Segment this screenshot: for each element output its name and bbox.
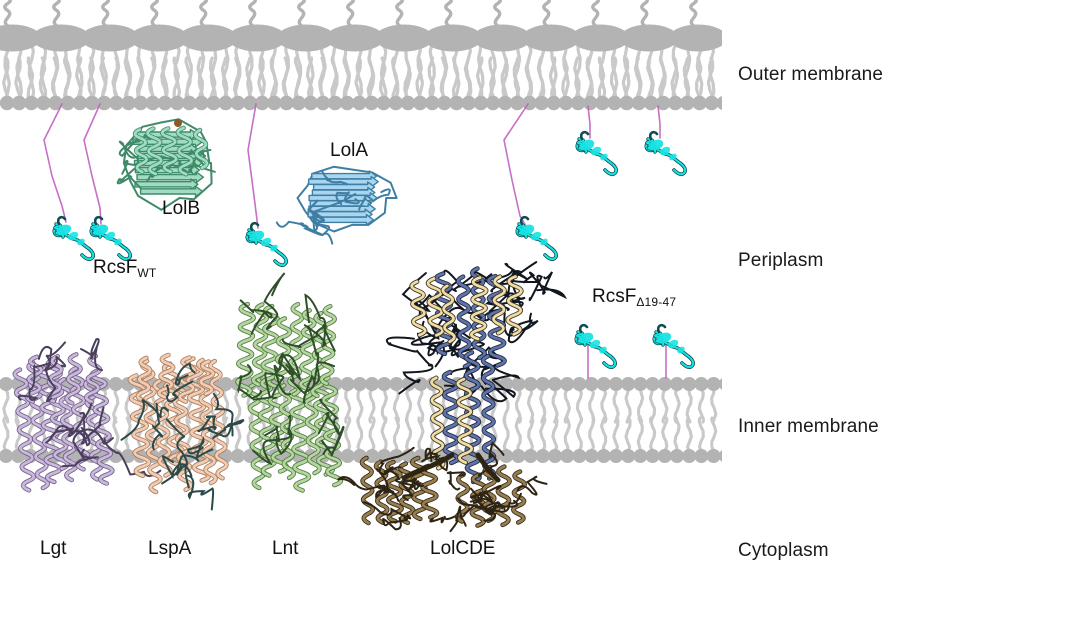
protein-lolcde: [337, 261, 568, 533]
rcsf-wt-molecule: [515, 215, 558, 262]
label-rcsf-delta: RcsFΔ19-47: [592, 286, 677, 309]
protein-lnt: [235, 272, 345, 493]
label-outer-membrane: Outer membrane: [738, 64, 884, 85]
protein-lspa: [120, 352, 245, 511]
label-lolcde: LolCDE: [430, 538, 496, 559]
label-lnt: Lnt: [272, 538, 299, 559]
label-lola: LolA: [330, 140, 369, 161]
label-inner-membrane: Inner membrane: [738, 416, 879, 437]
rcsf-wt-subscript: WT: [137, 266, 157, 280]
rcsf-delta-molecule: [574, 323, 617, 370]
rcsf-wt-molecule: [52, 215, 95, 262]
label-lgt: Lgt: [40, 538, 67, 559]
rcsf-delta-name: RcsF: [592, 286, 637, 307]
rcsf-delta-molecule: [652, 323, 695, 370]
label-lspa: LspA: [148, 538, 192, 559]
rcsf-wt-molecule: [89, 215, 132, 262]
label-periplasm: Periplasm: [738, 250, 824, 271]
protein-lolb: [116, 118, 216, 211]
label-rcsf-wt: RcsFWT: [93, 257, 157, 280]
rcsf-wt-name: RcsF: [93, 257, 138, 278]
protein-lola: [275, 165, 398, 245]
rcsf-wt-molecule: [644, 130, 687, 177]
protein-lgt: [12, 337, 162, 493]
rcsf-wt-molecule: [575, 130, 618, 177]
rcsf-molecules: [52, 130, 695, 370]
outer-membrane-bilayer: [0, 0, 722, 114]
rcsf-delta-subscript: Δ19-47: [636, 295, 677, 309]
rcsf-wt-molecule: [245, 221, 288, 268]
label-cytoplasm: Cytoplasm: [738, 540, 829, 561]
label-lolb: LolB: [162, 198, 201, 219]
